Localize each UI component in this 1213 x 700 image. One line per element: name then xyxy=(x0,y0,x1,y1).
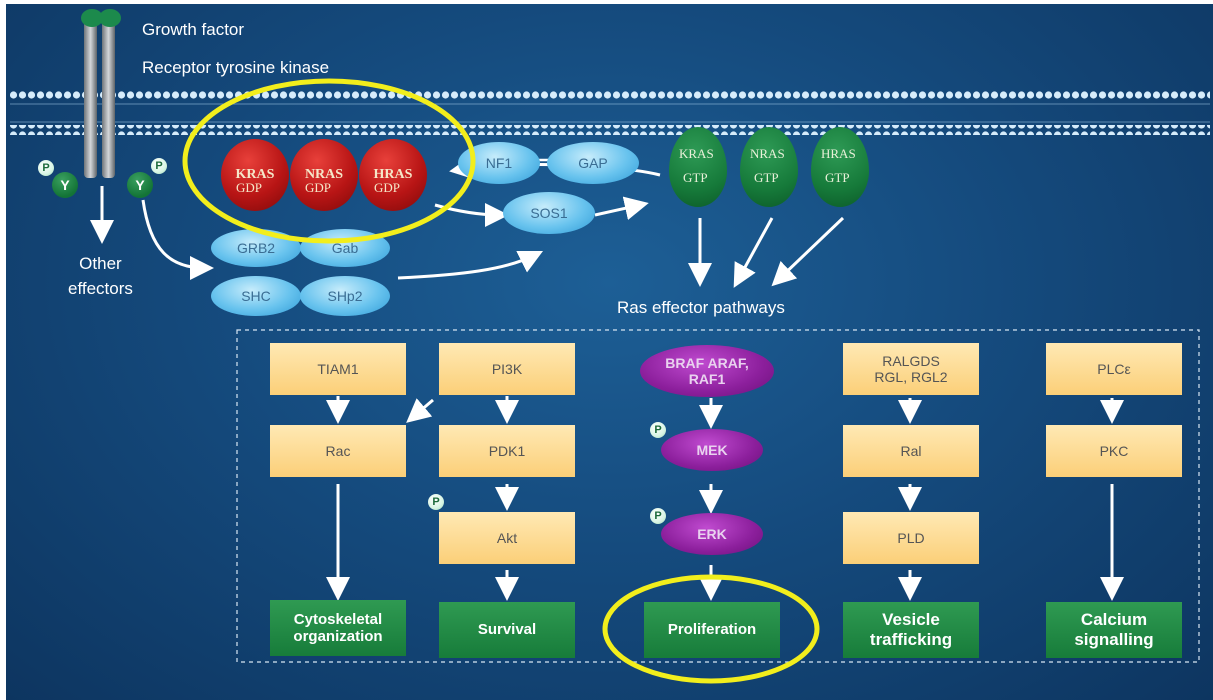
proliferation-box: Proliferation xyxy=(644,602,780,658)
growth-factor-label: Growth factor xyxy=(142,20,245,39)
akt-box: Akt xyxy=(439,512,575,564)
rac-box: Rac xyxy=(270,425,406,477)
kras-gtp xyxy=(669,127,727,207)
kras-gtp-name: KRAS xyxy=(679,146,714,161)
nras-gtp-name: NRAS xyxy=(750,146,785,161)
phospho-badge-left: P xyxy=(38,160,54,176)
pdk1-box: PDK1 xyxy=(439,425,575,477)
cytoskeletal-organization-box: Cytoskeletal organization xyxy=(270,600,406,656)
kras-gtp-state: GTP xyxy=(683,170,708,185)
hras-gdp-state: GDP xyxy=(374,180,401,195)
hras-gdp: HRAS xyxy=(359,139,427,211)
ral-box: Ral xyxy=(843,425,979,477)
plc-epsilon-box: PLCε xyxy=(1046,343,1182,395)
pkc-box: PKC xyxy=(1046,425,1182,477)
kras-gdp: KRAS xyxy=(221,139,289,211)
receptor-tyrosine-kinase xyxy=(81,9,121,178)
calcium-signalling-box: Calcium signalling xyxy=(1046,602,1182,658)
hras-gtp-state: GTP xyxy=(825,170,850,185)
erk-phospho-badge: P xyxy=(650,508,666,524)
akt-phospho-badge: P xyxy=(428,494,444,510)
gab-node: Gab xyxy=(300,229,390,267)
nras-gtp xyxy=(740,127,798,207)
erk-node: ERK xyxy=(661,513,763,555)
phospho-badge-right: P xyxy=(151,158,167,174)
other-effectors-label: Other effectors xyxy=(68,254,133,298)
tyrosine-badge-right: Y xyxy=(127,172,153,198)
kras-gdp-state: GDP xyxy=(236,180,263,195)
nras-gtp-state: GTP xyxy=(754,170,779,185)
mek-phospho-badge: P xyxy=(650,422,666,438)
vesicle-trafficking-box: Vesicle trafficking xyxy=(843,602,979,658)
pld-box: PLD xyxy=(843,512,979,564)
grb2-node: GRB2 xyxy=(211,229,301,267)
shc-node: SHC xyxy=(211,276,301,316)
shp2-node: SHp2 xyxy=(300,276,390,316)
nf1-node: NF1 xyxy=(458,142,540,184)
tyrosine-badge-left: Y xyxy=(52,172,78,198)
sos1-node: SOS1 xyxy=(503,192,595,234)
survival-box: Survival xyxy=(439,602,575,658)
mek-node: MEK xyxy=(661,429,763,471)
tiam1-box: TIAM1 xyxy=(270,343,406,395)
receptor-label: Receptor tyrosine kinase xyxy=(142,58,330,77)
gap-node: GAP xyxy=(547,142,639,184)
cell-membrane xyxy=(10,91,1210,135)
hras-gtp xyxy=(811,127,869,207)
raf-kinases-node: BRAF ARAF, RAF1 xyxy=(640,345,774,397)
hras-gtp-name: HRAS xyxy=(821,146,856,161)
pi3k-box: PI3K xyxy=(439,343,575,395)
ralgds-box: RALGDS RGL, RGL2 xyxy=(843,343,979,395)
ras-effector-pathways-label: Ras effector pathways xyxy=(617,298,785,317)
nras-gdp-state: GDP xyxy=(305,180,332,195)
nras-gdp: NRAS xyxy=(290,139,358,211)
effector-pathways-box xyxy=(236,329,1200,663)
